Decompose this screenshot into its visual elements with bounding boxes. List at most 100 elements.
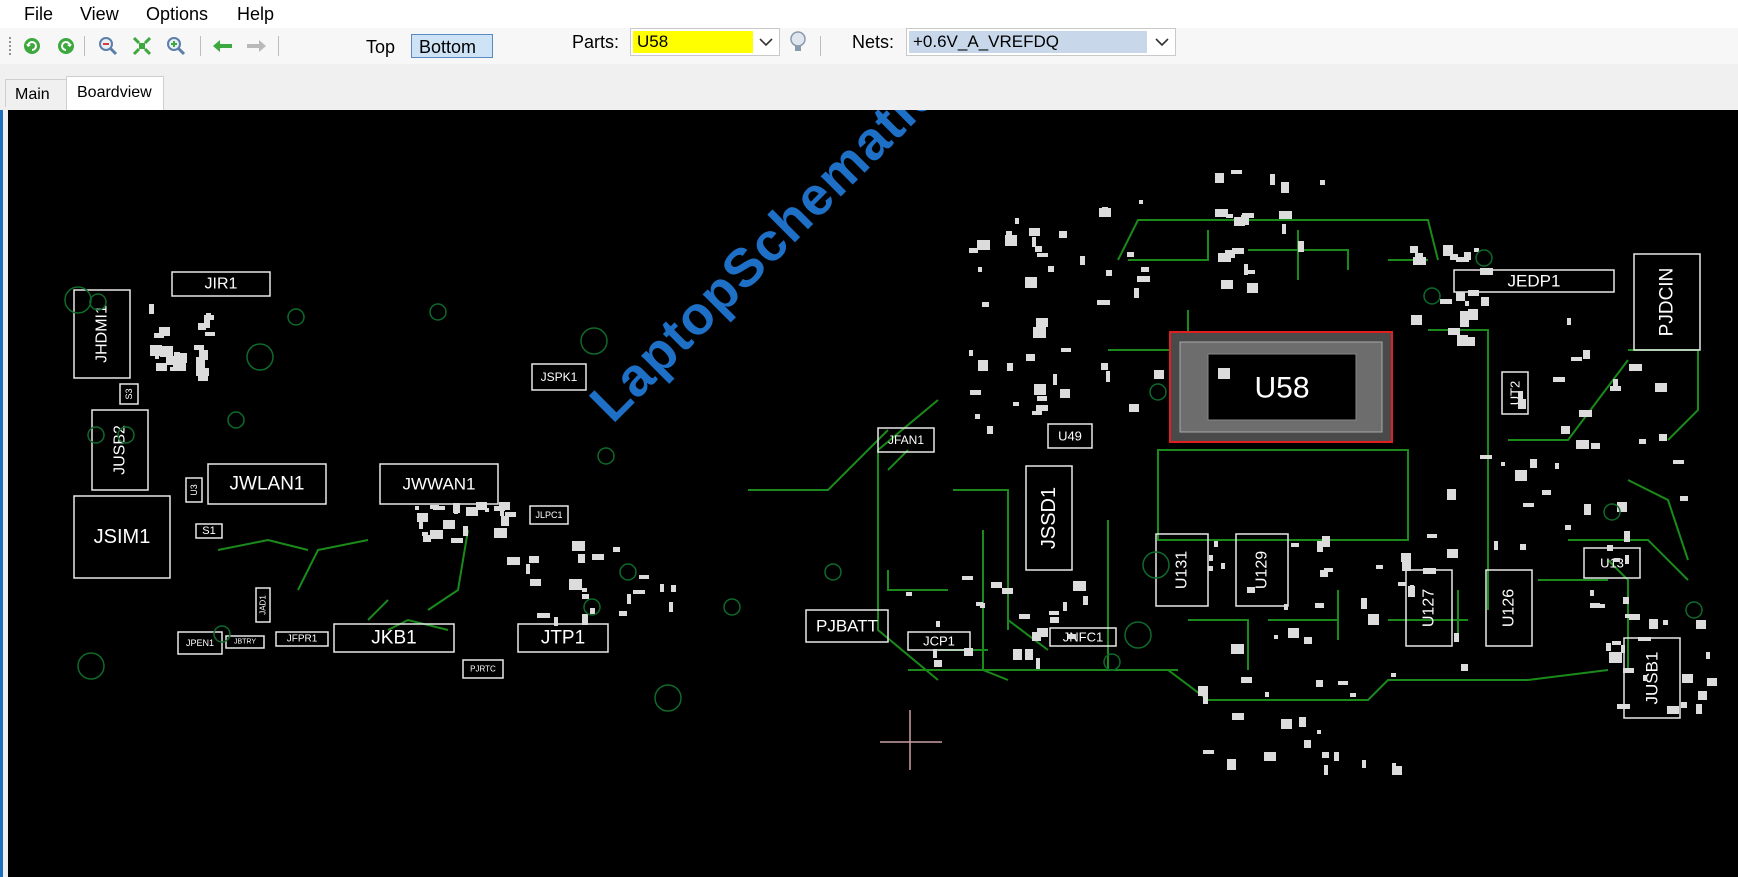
menu-file[interactable]: File <box>24 4 54 24</box>
smd-component <box>1649 619 1658 629</box>
smd-component <box>1610 386 1621 391</box>
smd-component <box>1232 248 1244 254</box>
part-outline-jwwan1[interactable] <box>379 463 499 505</box>
part-outline-s1[interactable] <box>195 523 223 539</box>
smd-component <box>1629 614 1640 620</box>
part-outline-pjdcin[interactable] <box>1633 253 1701 351</box>
menu-options[interactable]: Options <box>146 4 209 24</box>
part-label-pjdcin: PJDCIN <box>1657 268 1678 337</box>
part-outline-jwlan1[interactable] <box>207 463 327 505</box>
smd-component <box>199 350 208 360</box>
smd-component <box>415 506 419 510</box>
arrow-right-icon[interactable] <box>244 34 268 58</box>
toolbar-grip[interactable] <box>8 36 12 56</box>
part-outline-u126[interactable] <box>1485 569 1533 647</box>
parts-input[interactable]: U58 <box>633 31 753 53</box>
part-outline-u49[interactable] <box>1047 423 1093 449</box>
part-outline-jad1[interactable] <box>255 587 271 623</box>
part-outline-jsim1[interactable] <box>73 495 171 579</box>
arrow-left-icon[interactable] <box>211 34 235 58</box>
part-outline-jpen1[interactable] <box>177 631 223 655</box>
smd-component <box>1227 759 1236 770</box>
part-outline-pjrtc[interactable] <box>462 659 504 679</box>
part-outline-jir1[interactable] <box>171 271 271 297</box>
smd-component <box>501 516 509 526</box>
part-outline-jfan1[interactable] <box>877 427 935 453</box>
top-side-toggle[interactable]: Top <box>366 37 396 57</box>
part-outline-jbtry[interactable] <box>225 635 265 649</box>
menu-view[interactable]: View <box>80 4 119 24</box>
bottom-side-button[interactable]: Bottom <box>411 34 493 58</box>
smd-component <box>423 535 431 542</box>
smd-component <box>1034 384 1046 395</box>
part-outline-jusb1[interactable] <box>1623 637 1681 719</box>
smd-component <box>1203 750 1214 754</box>
smd-component <box>1137 276 1150 282</box>
part-label-u127: U127 <box>1421 589 1438 627</box>
via-ring <box>287 308 305 326</box>
part-label-jir1: JIR1 <box>205 276 238 293</box>
lightbulb-icon[interactable] <box>786 30 810 54</box>
smd-component <box>204 315 214 320</box>
smd-component <box>198 323 206 330</box>
part-outline-jhdmi1[interactable] <box>73 289 131 379</box>
part-outline-s3[interactable] <box>119 383 139 405</box>
parts-combo[interactable]: U58 <box>630 28 780 56</box>
smd-component <box>1209 555 1213 561</box>
part-outline-jedp1[interactable] <box>1453 269 1615 293</box>
chevron-down-icon[interactable] <box>757 33 775 51</box>
smd-component <box>1410 585 1414 590</box>
zoom-in-icon[interactable] <box>164 34 188 58</box>
part-outline-jkb1[interactable] <box>333 623 455 653</box>
smd-component <box>1483 300 1487 305</box>
nets-combo[interactable]: +0.6V_A_VREFDQ <box>906 28 1176 56</box>
smd-component <box>1350 693 1356 697</box>
smd-component <box>419 522 423 529</box>
part-label-jtp1: JTP1 <box>541 628 585 649</box>
part-outlines <box>73 253 1701 719</box>
zoom-out-icon[interactable] <box>96 34 120 58</box>
part-outline-jnfc1[interactable] <box>1049 627 1117 647</box>
undo-icon[interactable] <box>54 34 78 58</box>
menu-help[interactable]: Help <box>237 4 275 24</box>
part-outline-jlpc1[interactable] <box>529 505 569 525</box>
smd-component <box>671 585 676 592</box>
part-outline-u3[interactable] <box>185 477 203 503</box>
smd-component <box>1561 426 1570 434</box>
smd-component <box>451 538 463 543</box>
smd-component <box>1448 328 1460 335</box>
smd-component <box>1059 231 1067 238</box>
part-outline-jcp1[interactable] <box>907 631 971 651</box>
smd-component <box>1629 364 1642 371</box>
smd-component <box>1391 673 1396 677</box>
part-outline-jfpr1[interactable] <box>275 631 329 647</box>
part-outline-jssd1[interactable] <box>1025 465 1073 571</box>
smd-component <box>962 576 973 580</box>
smd-component <box>476 502 487 510</box>
smd-component <box>156 363 167 371</box>
smd-component <box>1218 368 1230 379</box>
nets-input[interactable]: +0.6V_A_VREFDQ <box>909 31 1147 53</box>
smd-component <box>1607 545 1613 551</box>
part-outline-jtp1[interactable] <box>517 623 609 653</box>
refresh-icon[interactable] <box>20 34 44 58</box>
smd-component <box>1025 649 1033 660</box>
part-outline-u129[interactable] <box>1235 533 1289 607</box>
chevron-down-icon[interactable] <box>1153 33 1171 51</box>
tab-bar <box>0 64 1738 110</box>
tab-boardview[interactable]: Boardview <box>66 76 164 110</box>
smd-component <box>422 532 428 536</box>
part-outline-jspk1[interactable] <box>531 363 587 391</box>
tab-main[interactable]: Main <box>5 79 67 107</box>
part-outline-ut2[interactable] <box>1501 371 1529 415</box>
smd-component <box>1617 502 1627 512</box>
part-outline-pjbatt[interactable] <box>805 609 889 643</box>
smd-component <box>1408 586 1415 597</box>
fit-icon[interactable] <box>130 34 154 58</box>
smd-component <box>1376 565 1383 569</box>
part-outline-jusb2[interactable] <box>91 409 149 491</box>
smd-component <box>166 356 177 365</box>
